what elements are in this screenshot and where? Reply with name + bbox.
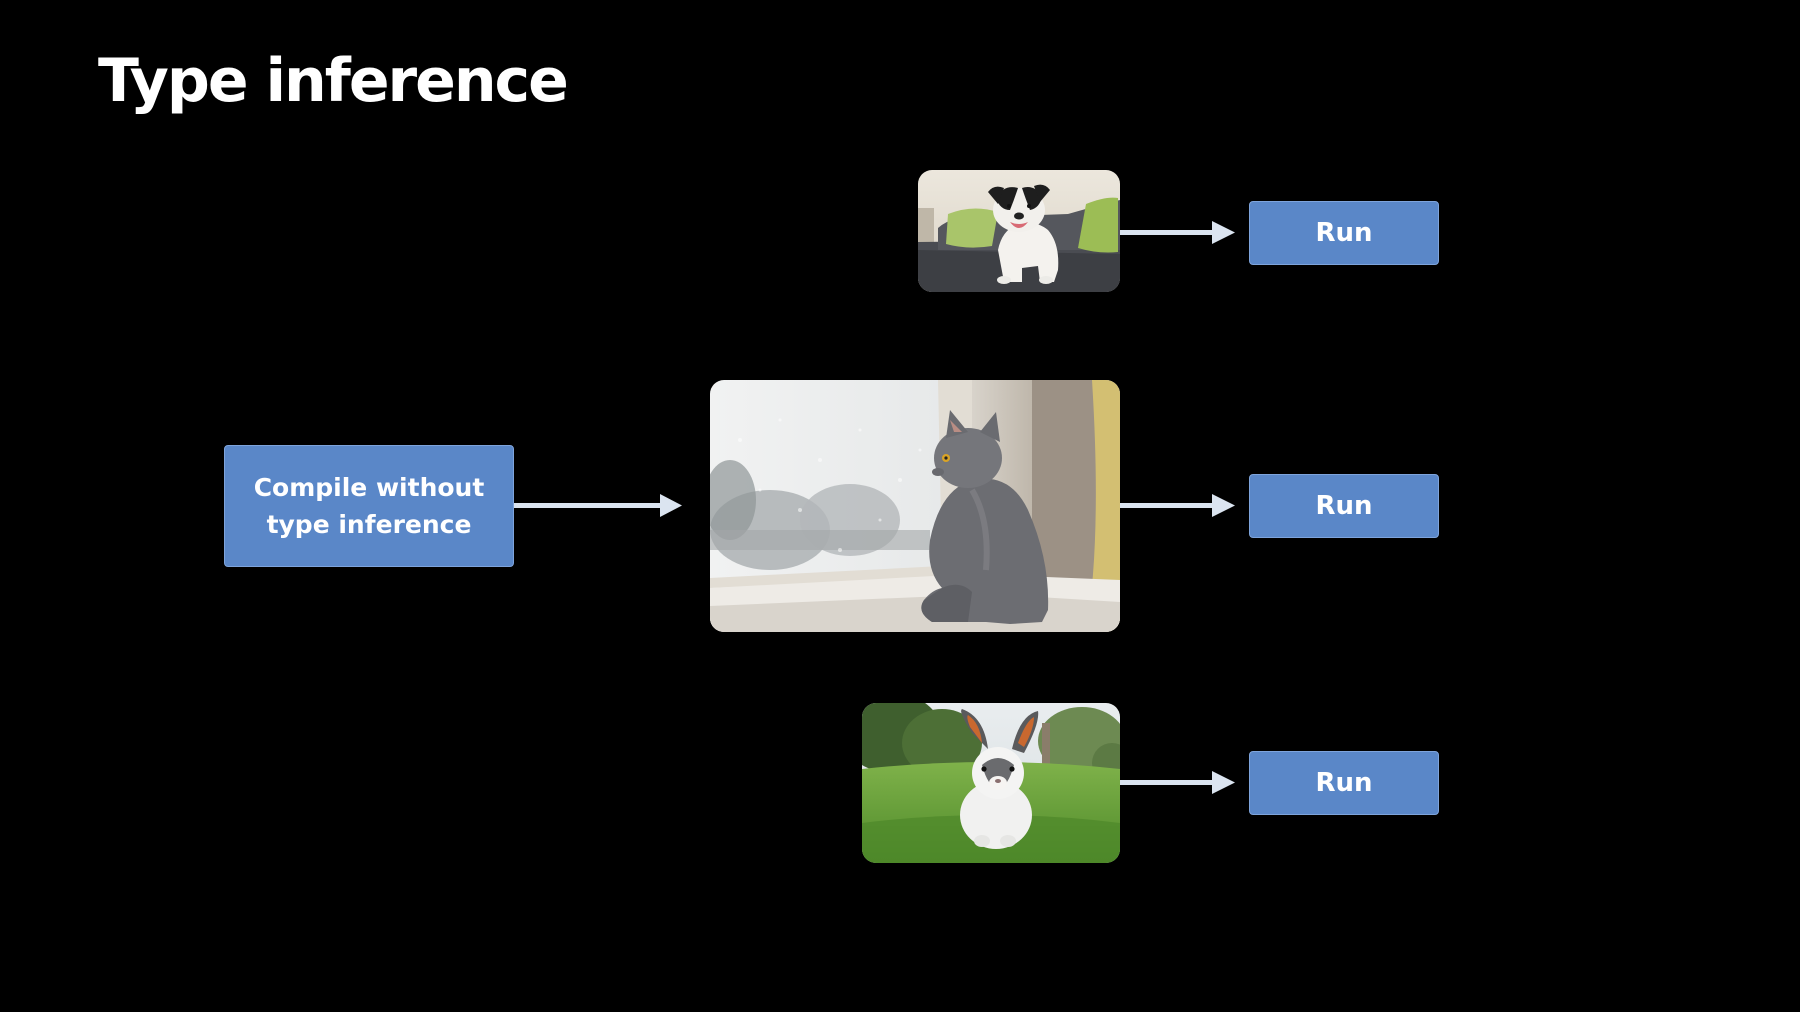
green-pillow-right <box>1078 197 1118 253</box>
arrow-rabbit-to-run <box>1120 771 1235 794</box>
green-pillow-left <box>946 208 998 248</box>
arrow-cat-to-run <box>1120 494 1235 517</box>
cat-photo <box>710 380 1120 632</box>
compile-label-line-2: type inference <box>266 510 472 539</box>
run-box-rabbit: Run <box>1249 751 1439 815</box>
run-box-cat: Run <box>1249 474 1439 538</box>
run-box-dog: Run <box>1249 201 1439 265</box>
arrow-dog-to-run <box>1120 221 1235 244</box>
compile-without-type-inference-box: Compile without type inference <box>224 445 514 567</box>
arrow-compile-to-cat <box>514 494 682 517</box>
slide-title: Type inference <box>98 46 569 116</box>
dog-photo <box>918 170 1120 292</box>
compile-label-line-1: Compile without <box>253 473 485 502</box>
run-label: Run <box>1315 218 1373 248</box>
run-label: Run <box>1315 768 1373 798</box>
run-label: Run <box>1315 491 1373 521</box>
rabbit-photo <box>862 703 1120 863</box>
